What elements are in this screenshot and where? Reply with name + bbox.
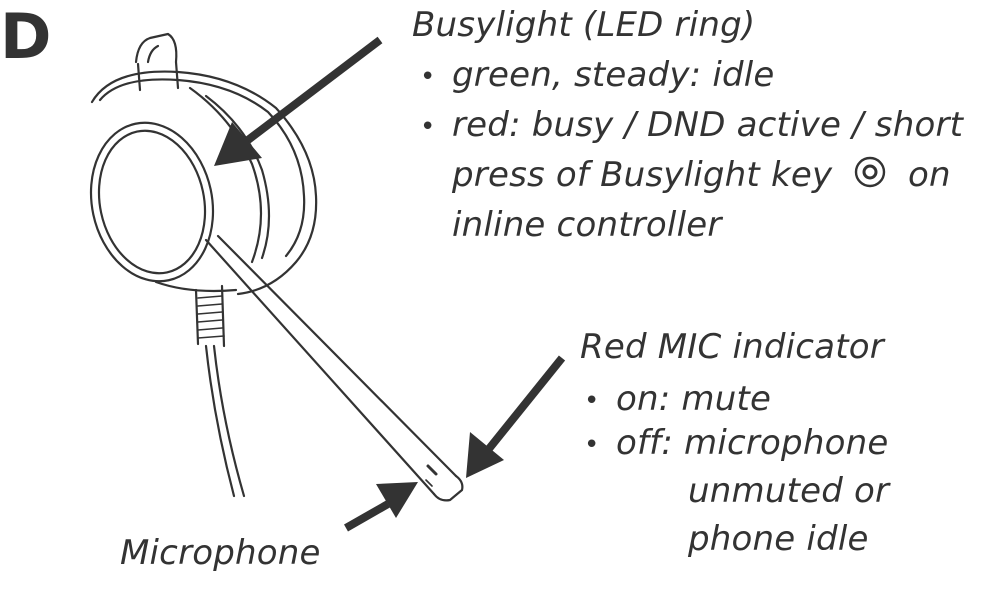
busylight-bullet-1: green, steady: idle <box>452 55 775 95</box>
mic-indicator-bullet-2-line-3: phone idle <box>688 519 869 559</box>
busylight-bullet-2-glyph: • <box>420 112 436 142</box>
section-letter: D <box>0 0 52 73</box>
busylight-key-icon <box>854 156 886 188</box>
mic-indicator-bullet-2-line-1: off: microphone <box>616 423 889 463</box>
busylight-bullet-2-line-2: press of Busylight key <box>452 155 833 195</box>
busylight-title: Busylight (LED ring) <box>412 5 756 45</box>
mic-indicator-bullet-1: on: mute <box>616 379 772 419</box>
microphone-label: Microphone <box>120 533 321 573</box>
mic-indicator-title: Red MIC indicator <box>580 327 884 367</box>
busylight-bullet-2-line-2-end: on <box>908 155 951 195</box>
mic-indicator-bullet-2-line-2: unmuted or <box>688 471 890 511</box>
mic-indicator-bullet-1-glyph: • <box>584 386 600 416</box>
mic-indicator-bullet-2-glyph: • <box>584 430 600 460</box>
busylight-bullet-2-line-3: inline controller <box>452 205 722 245</box>
busylight-bullet-2-line-1: red: busy / DND active / short <box>452 105 964 145</box>
busylight-bullet-1-glyph: • <box>420 62 436 92</box>
